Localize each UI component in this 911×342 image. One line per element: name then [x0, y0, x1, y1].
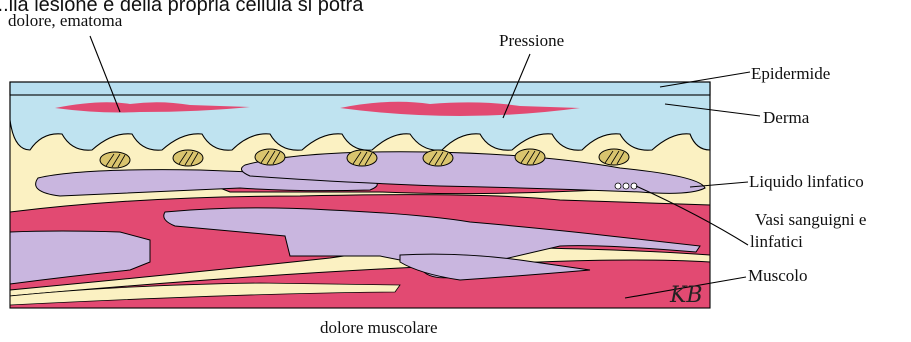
label-pressione: Pressione: [499, 31, 564, 50]
label-vasi-2: linfatici: [750, 232, 803, 251]
vessel-dot: [623, 183, 629, 189]
label-dolore-muscolare: dolore muscolare: [320, 318, 438, 337]
signature: KB: [669, 283, 703, 308]
label-vasi-1: Vasi sanguigni e: [755, 210, 866, 229]
label-dolore-ematoma: dolore, ematoma: [8, 11, 123, 30]
label-derma: Derma: [763, 108, 810, 127]
epidermis-layer: [10, 82, 710, 95]
vessel-dot: [615, 183, 621, 189]
label-muscolo: Muscolo: [748, 266, 808, 285]
label-liquido-linfatico: Liquido linfatico: [749, 172, 864, 191]
label-epidermide: Epidermide: [751, 64, 830, 83]
